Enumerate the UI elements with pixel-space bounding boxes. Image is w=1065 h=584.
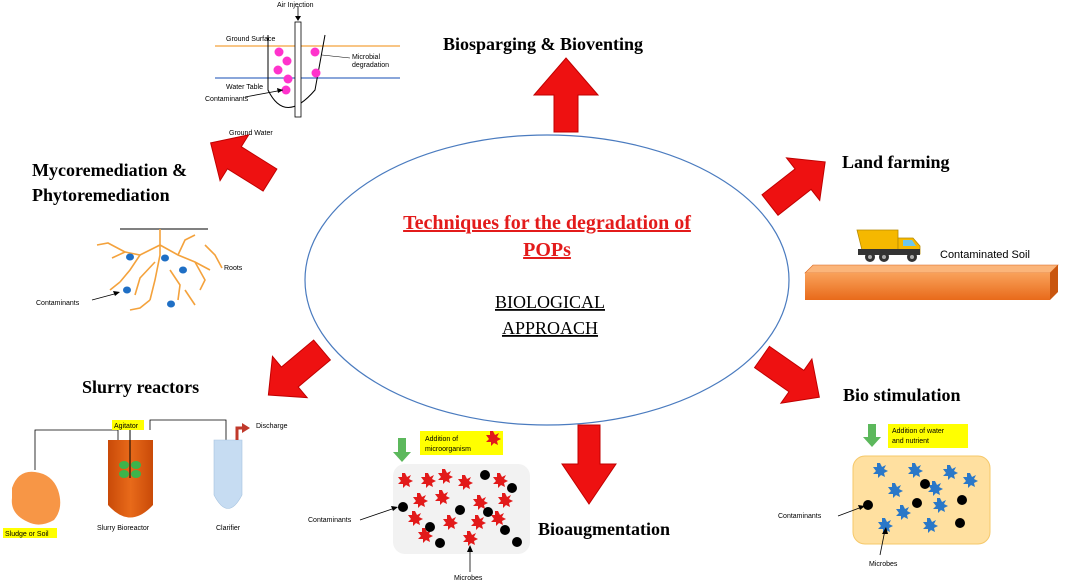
biostim-contaminants: Contaminants [778,513,822,520]
myco-contaminants: Contaminants [36,300,80,307]
label-myco-line2: Phytoremediation [32,185,170,205]
center-subtitle-line1: BIOLOGICAL [495,292,605,312]
sludge-blob [11,471,61,525]
myco-illustration [96,228,223,311]
landfarming-contaminated-soil: Contaminated Soil [940,249,1030,261]
arrow-upright [761,157,826,216]
arrow-upleft [210,134,278,192]
center-title-line1: Techniques for the degradation of [403,212,691,234]
label-myco-line1: Mycoremediation & [32,160,187,180]
biostim-addition-2: and nutrient [892,438,929,445]
slurry-illustration [11,419,250,525]
biostim-addition-1: Addition of water [892,428,945,435]
bios-air-injection: Air Injection [277,2,314,9]
label-landfarming: Land farming [842,152,950,172]
bios-microbial-1: Microbial [352,54,380,61]
label-biosparging: Biosparging & Bioventing [443,34,643,54]
slurry-discharge: Discharge [256,423,288,430]
bioaug-addition-1: Addition of [425,436,458,443]
slurry-agitator: Agitator [114,423,139,430]
arrow-downright [753,345,820,404]
bioaug-contaminants: Contaminants [308,517,352,524]
biostim-illustration [837,424,991,556]
slurry-clarifier: Clarifier [216,525,241,532]
slurry-sludge-highlight [3,528,57,538]
label-bioaugmentation: Bioaugmentation [538,519,670,539]
slurry-bioreactor: Slurry Bioreactor [97,525,150,532]
arrow-down [561,424,617,505]
label-biostimulation: Bio stimulation [843,385,961,405]
center-ellipse [304,134,790,426]
biosparging-illustration [215,6,400,118]
bioaug-addition-2: microorganism [425,446,471,453]
landfarming-illustration [804,229,1059,300]
myco-dots [91,253,187,308]
bios-ground-water: Ground Water [229,130,273,137]
bioaug-microbes: Microbes [454,575,483,582]
biostim-microbes: Microbes [869,561,898,568]
bios-ground-surface: Ground Surface [226,36,276,43]
slurry-agitator-highlight [112,420,144,430]
label-slurry: Slurry reactors [82,377,199,397]
center-title-line2: POPs [523,239,571,261]
bios-water-table: Water Table [226,84,263,91]
bios-microbial-2: degradation [352,62,389,69]
slurry-sludge: Sludge or Soil [5,531,49,538]
bios-contaminants: Contaminants [205,96,249,103]
arrow-up [532,57,600,133]
myco-roots: Roots [224,265,243,272]
truck-icon [856,229,921,262]
center-subtitle-line2: APPROACH [502,318,598,338]
bioaug-illustration [359,431,530,572]
arrow-downleft [267,339,332,399]
